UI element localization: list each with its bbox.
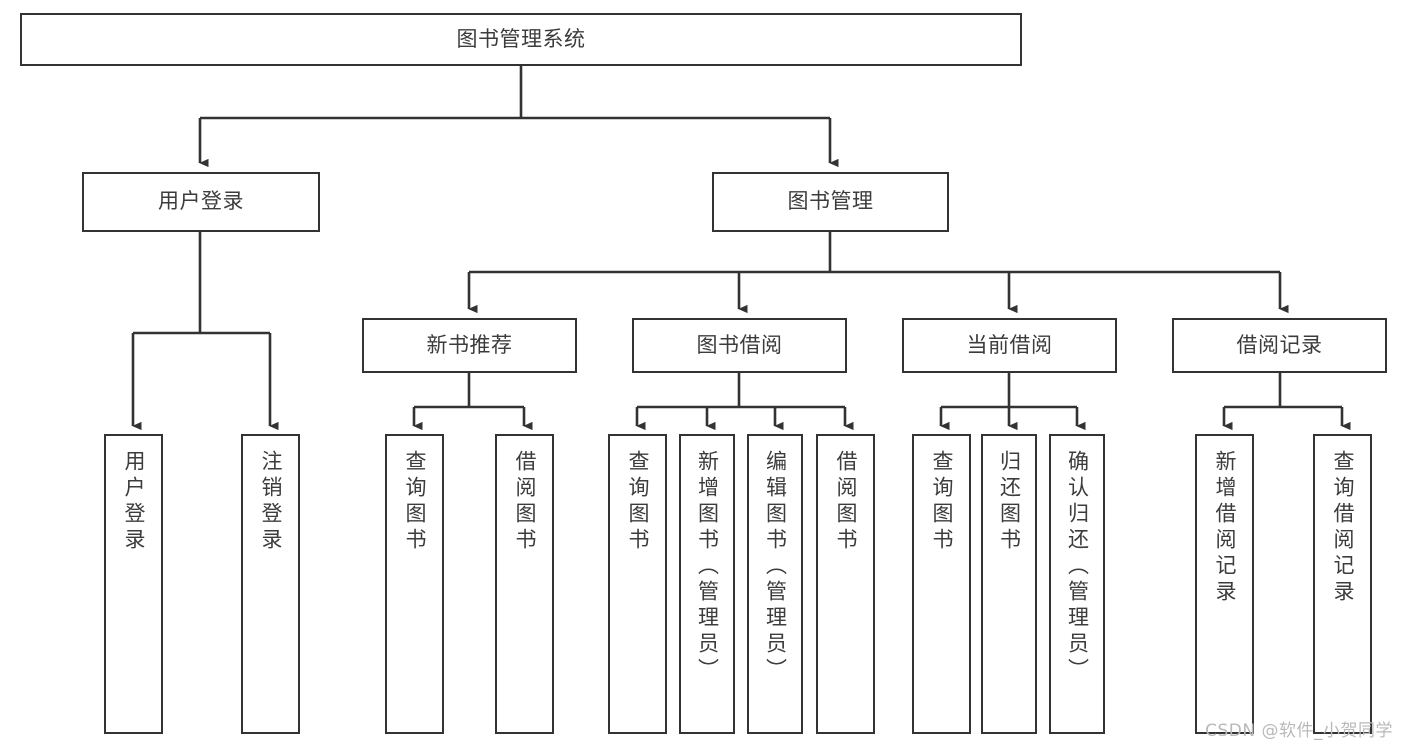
node-label: 图书管理系统 xyxy=(456,26,586,51)
node-label: 当前借阅 xyxy=(966,332,1053,357)
node-label: 归还图书 xyxy=(997,450,1022,554)
node-label: 新增图书（管理员） xyxy=(695,450,720,684)
node-label: 注销登录 xyxy=(259,450,283,554)
node-book-management[interactable]: 图书管理 xyxy=(712,172,949,232)
node-label: 编辑图书（管理员） xyxy=(763,450,788,684)
node-leaf-borrow-book[interactable]: 借阅图书 xyxy=(816,434,875,734)
node-label: 查询图书 xyxy=(930,450,954,554)
node-label: 借阅记录 xyxy=(1236,332,1323,357)
node-leaf-edit-book-admin[interactable]: 编辑图书（管理员） xyxy=(747,434,803,734)
node-book-borrowing[interactable]: 图书借阅 xyxy=(632,318,847,373)
node-label: 借阅图书 xyxy=(513,450,537,554)
node-borrowing-record[interactable]: 借阅记录 xyxy=(1172,318,1387,373)
node-new-book-recommendation[interactable]: 新书推荐 xyxy=(362,318,577,373)
node-leaf-query-book-recommend[interactable]: 查询图书 xyxy=(385,434,444,734)
node-leaf-add-book-admin[interactable]: 新增图书（管理员） xyxy=(679,434,735,734)
node-label: 新增借阅记录 xyxy=(1213,450,1237,606)
node-current-borrowing[interactable]: 当前借阅 xyxy=(902,318,1117,373)
node-label: 图书管理 xyxy=(787,189,874,214)
node-root-book-management-system[interactable]: 图书管理系统 xyxy=(20,13,1022,66)
node-label: 确认归还（管理员） xyxy=(1065,450,1090,684)
node-leaf-logout[interactable]: 注销登录 xyxy=(241,434,300,734)
node-user-login[interactable]: 用户登录 xyxy=(82,172,320,232)
node-label: 用户登录 xyxy=(158,189,244,214)
node-label: 图书借阅 xyxy=(696,332,783,357)
node-leaf-borrow-book-recommend[interactable]: 借阅图书 xyxy=(495,434,554,734)
node-label: 查询图书 xyxy=(403,450,427,554)
node-label: 查询借阅记录 xyxy=(1331,450,1355,606)
node-label: 新书推荐 xyxy=(426,332,513,357)
node-label: 用户登录 xyxy=(122,450,146,554)
node-leaf-query-borrow-record[interactable]: 查询借阅记录 xyxy=(1313,434,1372,734)
node-leaf-add-borrow-record[interactable]: 新增借阅记录 xyxy=(1195,434,1254,734)
node-leaf-query-book-borrow[interactable]: 查询图书 xyxy=(608,434,667,734)
node-leaf-return-book[interactable]: 归还图书 xyxy=(981,434,1037,734)
node-leaf-confirm-return-admin[interactable]: 确认归还（管理员） xyxy=(1049,434,1105,734)
node-leaf-user-login[interactable]: 用户登录 xyxy=(104,434,163,734)
node-leaf-query-book-current[interactable]: 查询图书 xyxy=(912,434,971,734)
node-label: 借阅图书 xyxy=(834,450,858,554)
node-label: 查询图书 xyxy=(626,450,650,554)
